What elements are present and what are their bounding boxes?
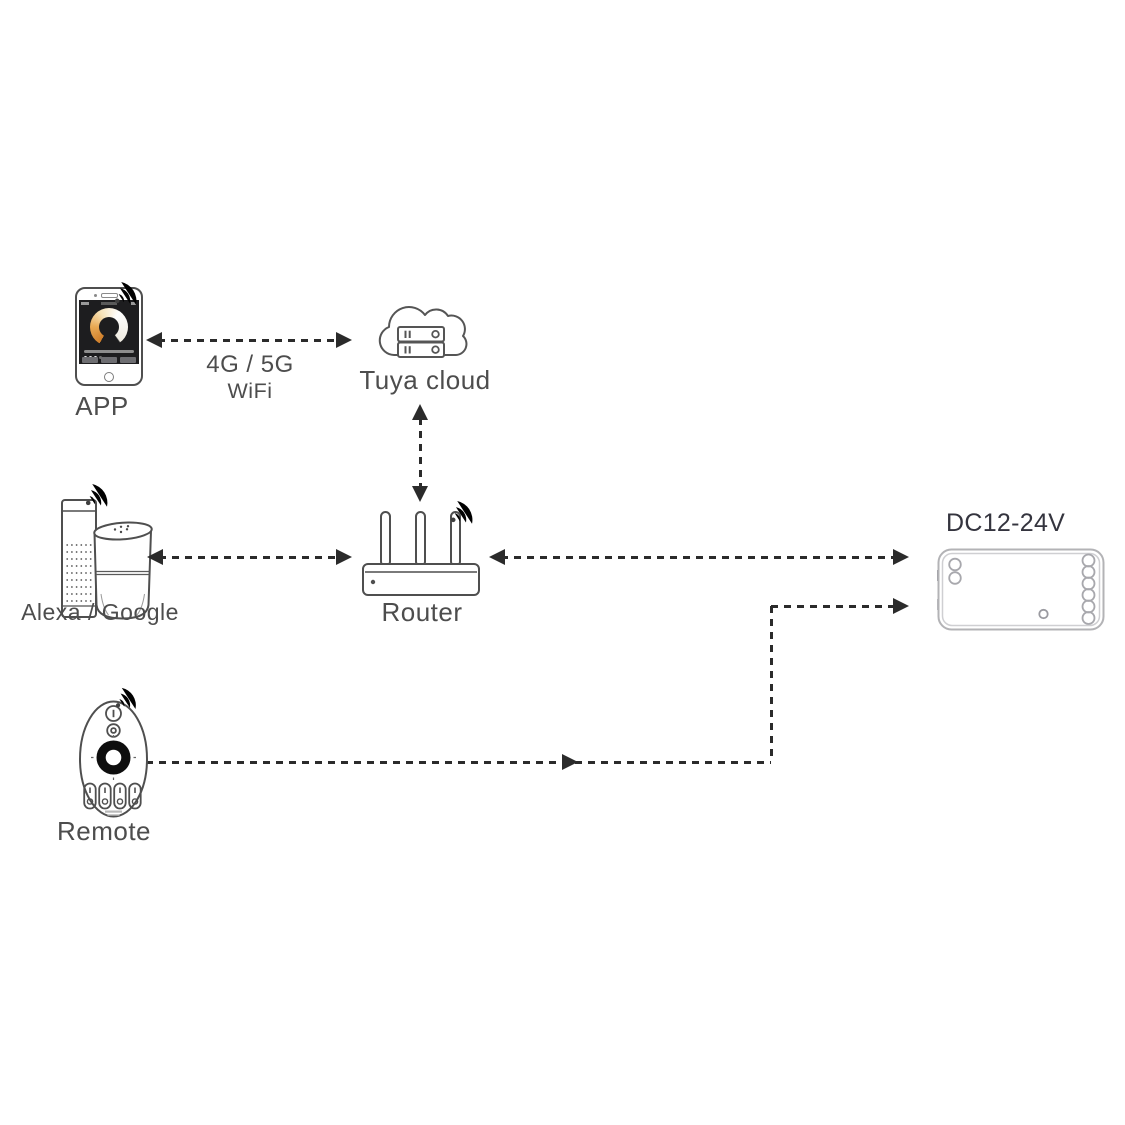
voice-assistant-label: Alexa / Google <box>21 599 179 625</box>
google-top-dots <box>113 525 130 534</box>
dashed-link-remote <box>146 760 771 764</box>
link-caption: 4G / 5G WiFi <box>180 351 320 405</box>
arrowhead-right-icon <box>562 754 578 770</box>
remote-logo-mark <box>105 810 122 816</box>
dashed-link-speaker-router <box>159 555 338 559</box>
google-band <box>96 570 150 576</box>
brightness-slider <box>84 350 134 353</box>
arrowhead-right-icon <box>336 549 352 565</box>
controller-button <box>1038 608 1049 620</box>
arrowhead-right-icon <box>336 332 352 348</box>
remote-color-wheel <box>91 735 136 780</box>
dashed-link-cloud-router <box>418 418 422 486</box>
router-body <box>362 563 480 596</box>
smartphone-app-icon <box>75 287 143 386</box>
dashed-link-remote-riser <box>769 606 773 762</box>
phone-home-button <box>104 372 114 382</box>
arrowhead-left-icon <box>146 332 162 348</box>
controller-body <box>937 548 1105 631</box>
controller-output-ports <box>1081 553 1096 625</box>
dashed-link-app-cloud <box>158 338 338 342</box>
controller-input-ports <box>948 557 962 585</box>
wifi-icon <box>114 281 141 308</box>
wifi-icon <box>115 687 140 712</box>
phone-statusbar <box>81 302 89 305</box>
caption-wifi: WiFi <box>227 379 273 403</box>
led-controller-icon <box>937 548 1105 631</box>
arrowhead-right-icon <box>893 549 909 565</box>
phone-screen <box>79 300 139 364</box>
arrowhead-down-icon <box>412 486 428 502</box>
tuya-cloud-label: Tuya cloud <box>359 365 491 395</box>
server-rack <box>397 326 445 343</box>
dashed-link-router-controller <box>501 555 895 559</box>
phone-camera-dot <box>94 294 97 297</box>
phone-speaker-slit <box>101 293 118 298</box>
google-home-speaker <box>93 521 153 620</box>
remote-label: Remote <box>56 816 152 846</box>
tuya-cloud-server-icon <box>378 306 468 358</box>
speaker-grill-dots <box>66 544 92 602</box>
wifi-router-icon <box>362 511 480 596</box>
controller-label: DC12-24V <box>946 509 1066 537</box>
rf-remote-icon <box>79 700 148 818</box>
wifi-icon <box>450 500 477 527</box>
screen-buttons <box>82 357 136 363</box>
controller-inner-border <box>941 552 1101 627</box>
echo-speaker <box>61 499 97 618</box>
server-rack <box>397 341 445 358</box>
dashed-link-remote-to-controller <box>771 604 895 608</box>
remote-power-button <box>105 705 122 722</box>
remote-zone-buttons <box>83 782 142 810</box>
arrowhead-left-icon <box>489 549 505 565</box>
caption-4g5g: 4G / 5G <box>206 351 294 378</box>
arrowhead-left-icon <box>147 549 163 565</box>
router-led-dot <box>370 579 376 585</box>
arrowhead-up-icon <box>412 404 428 420</box>
app-label: APP <box>75 391 129 421</box>
wifi-icon <box>85 483 112 510</box>
arrowhead-right-icon <box>893 598 909 614</box>
color-temp-ring <box>90 308 128 346</box>
alexa-google-speaker-icon <box>61 499 153 620</box>
router-label: Router <box>381 597 463 627</box>
